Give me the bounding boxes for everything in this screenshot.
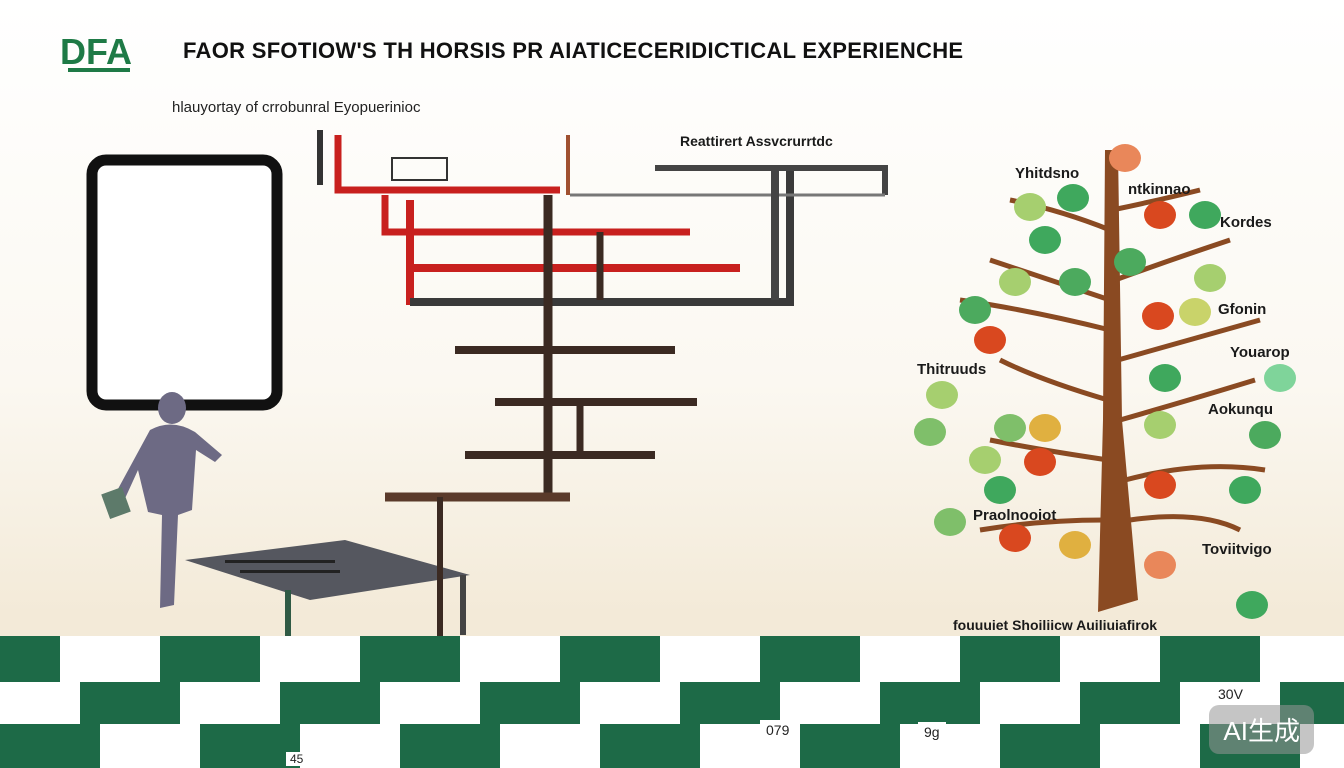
leaf (1144, 411, 1176, 439)
tree-label: Gfonin (1218, 301, 1267, 318)
tree-label: ntkinnao (1128, 181, 1191, 198)
floor-tile (200, 724, 300, 768)
bracket-diagram (317, 130, 888, 640)
floor-tile-number: 079 (760, 720, 796, 740)
person-silhouette (101, 392, 222, 608)
floor-tile (60, 636, 160, 682)
floor-tile (460, 636, 560, 682)
svg-text:DFA: DFA (60, 31, 132, 72)
leaf (1144, 551, 1176, 579)
tree-leaves (914, 144, 1296, 619)
leaf (1029, 414, 1061, 442)
leaf (926, 381, 958, 409)
page-subtitle: hlauyortay of crrobunral Eyopuerinioc (172, 99, 421, 116)
floor-tile (780, 682, 880, 724)
floor-tile (660, 636, 760, 682)
logo: DFA (60, 30, 132, 75)
leaf (1059, 531, 1091, 559)
floor-tile (860, 636, 960, 682)
leaf (994, 414, 1026, 442)
floor-tile (800, 724, 900, 768)
leaf (1189, 201, 1221, 229)
leaf (1149, 364, 1181, 392)
floor-tile (1000, 724, 1100, 768)
floor-tile (1100, 724, 1200, 768)
floor-tile (160, 636, 260, 682)
floor-tile (480, 682, 580, 724)
leaf (1194, 264, 1226, 292)
floor-tile (980, 682, 1080, 724)
floor-tile (1080, 682, 1180, 724)
leaf (1179, 298, 1211, 326)
blank-frame (86, 154, 283, 411)
leaf (999, 268, 1031, 296)
floor-tile (0, 682, 80, 724)
fruit (999, 524, 1031, 552)
floor-tile-number: 9g (918, 722, 946, 742)
page-title: FAOR SFOTIOW'S TH HORSIS PR AIATICECERID… (183, 38, 964, 63)
leaf (1057, 184, 1089, 212)
floor-tile (400, 724, 500, 768)
leaf (1264, 364, 1296, 392)
floor-tile (260, 636, 360, 682)
floor-tile (680, 682, 780, 724)
leaf (959, 296, 991, 324)
tree-label: Aokunqu (1208, 401, 1273, 418)
leaf (1014, 193, 1046, 221)
leaf (969, 446, 1001, 474)
tree-label: Youarop (1230, 344, 1290, 361)
floor-tile (880, 682, 980, 724)
checkered-floor (0, 636, 1344, 768)
leaf (1109, 144, 1141, 172)
leaf (1236, 591, 1268, 619)
leaf (914, 418, 946, 446)
tree-label: Yhitdsno (1015, 165, 1080, 182)
ai-watermark: AI生成 (1209, 705, 1314, 754)
floor-tile (760, 636, 860, 682)
floor-tile (600, 724, 700, 768)
leaf (1249, 421, 1281, 449)
floor-tile (580, 682, 680, 724)
floor-tile (360, 636, 460, 682)
fruit (1144, 471, 1176, 499)
leaf (934, 508, 966, 536)
tree-label: Praolnooiot (973, 507, 1057, 524)
fruit (974, 326, 1006, 354)
leaf (1059, 268, 1091, 296)
floor-tile (1260, 636, 1344, 682)
floor-tile (500, 724, 600, 768)
floor-tile-number: 30V (1212, 684, 1249, 704)
leaf (1229, 476, 1261, 504)
floor-tile (1160, 636, 1260, 682)
floor-tile (1060, 636, 1160, 682)
tree-caption: fouuuiet Shoiliicw Auiliuiafirok (953, 617, 1158, 633)
leaf (1114, 248, 1146, 276)
floor-tile (100, 724, 200, 768)
leaf (1029, 226, 1061, 254)
floor-tile (380, 682, 480, 724)
fruit (1024, 448, 1056, 476)
fruit (1144, 201, 1176, 229)
diagram-label: Reattirert Assvcrurrtdc (680, 133, 833, 149)
floor-tile (0, 724, 100, 768)
floor-tile-number: 45 (286, 752, 308, 766)
floor-tile (280, 682, 380, 724)
fruit (1142, 302, 1174, 330)
tree-label: Kordes (1220, 214, 1272, 231)
floor-tile (180, 682, 280, 724)
tree-label: Thitruuds (917, 361, 987, 378)
floor-tile (80, 682, 180, 724)
table (185, 540, 470, 650)
floor-tile (560, 636, 660, 682)
floor-tile (300, 724, 400, 768)
floor-tile (900, 724, 1000, 768)
leaf (984, 476, 1016, 504)
floor-tile (0, 636, 60, 682)
floor-tile (960, 636, 1060, 682)
tree-label: Toviitvigo (1202, 541, 1272, 558)
tree (914, 144, 1296, 619)
